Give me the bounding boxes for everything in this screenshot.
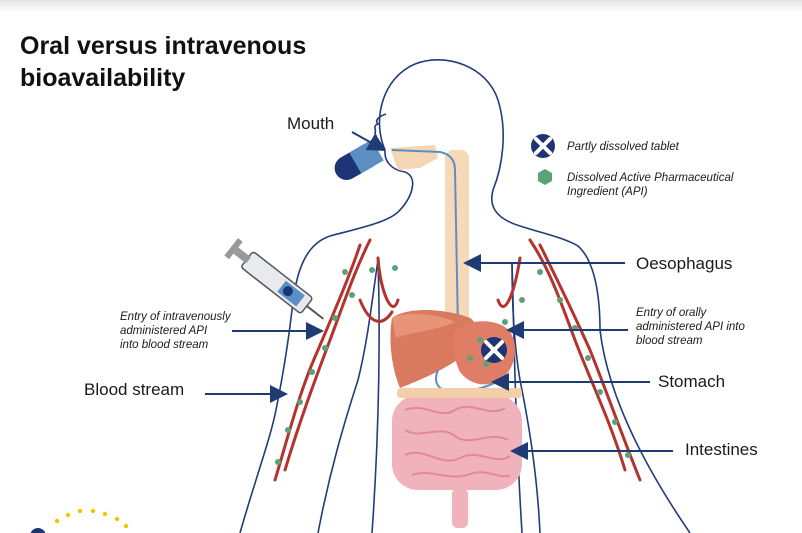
legend-api-label: Dissolved Active Pharmaceutical Ingredie… <box>567 171 733 199</box>
stomach-tablet-icon <box>481 337 507 363</box>
syringe <box>224 238 330 327</box>
label-intestines: Intestines <box>685 440 758 460</box>
label-entry-oral: Entry of orally administered API into bl… <box>636 306 745 348</box>
label-blood-stream: Blood stream <box>84 380 184 400</box>
legend-tablet-icon <box>531 134 555 158</box>
legend-api-line2: Ingredient (API) <box>567 185 733 199</box>
label-entry-iv: Entry of intravenously administered API … <box>120 310 231 352</box>
label-entry-iv-line3: into blood stream <box>120 338 231 352</box>
label-mouth: Mouth <box>287 114 334 134</box>
legend-api-line1: Dissolved Active Pharmaceutical <box>567 171 733 185</box>
label-stomach: Stomach <box>658 372 725 392</box>
logo-blue-arc <box>30 528 46 533</box>
legend-api-icon <box>538 169 552 185</box>
label-entry-iv-line1: Entry of intravenously <box>120 310 231 324</box>
label-entry-iv-line2: administered API <box>120 324 231 338</box>
oral-cavity <box>390 145 438 170</box>
eu-stars-logo <box>55 509 128 528</box>
label-entry-oral-line1: Entry of orally <box>636 306 745 320</box>
inner-arm-left <box>318 260 378 533</box>
label-oesophagus: Oesophagus <box>636 254 732 274</box>
legend-tablet-label: Partly dissolved tablet <box>567 140 679 154</box>
label-entry-oral-line3: blood stream <box>636 334 745 348</box>
label-entry-oral-line2: administered API into <box>636 320 745 334</box>
intestines-shape <box>392 388 522 528</box>
torso-left <box>372 262 379 533</box>
